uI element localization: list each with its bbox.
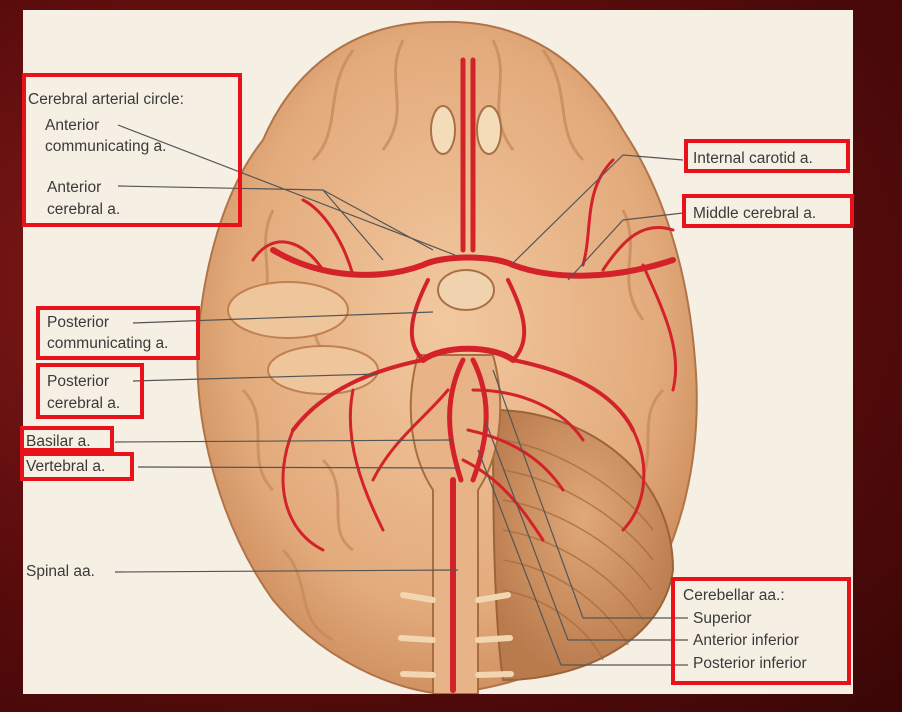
leader-lines bbox=[114, 124, 688, 666]
highlight-box-posterior-cerebral bbox=[36, 363, 144, 419]
highlight-box-basilar bbox=[20, 426, 114, 452]
label-anterior-communicating-line1: Anterior bbox=[45, 117, 100, 134]
label-cerebral-arterial-circle: Cerebral arterial circle: bbox=[28, 91, 184, 108]
label-posterior-communicating-line2: communicating a. bbox=[47, 335, 169, 352]
cerebellum bbox=[491, 408, 675, 682]
label-anterior-inferior-cerebellar: Anterior inferior bbox=[693, 632, 799, 649]
label-posterior-communicating-line1: Posterior bbox=[47, 314, 110, 331]
highlight-box-cerebral-circle bbox=[22, 73, 242, 227]
label-internal-carotid: Internal carotid a. bbox=[693, 150, 813, 167]
label-posterior-cerebral-line1: Posterior bbox=[47, 373, 110, 390]
brain-illustration bbox=[114, 20, 698, 694]
label-superior-cerebellar: Superior bbox=[693, 610, 752, 627]
label-vertebral: Vertebral a. bbox=[26, 458, 106, 475]
label-posterior-inferior-cerebellar: Posterior inferior bbox=[693, 655, 807, 672]
label-cerebellar-arteries: Cerebellar aa.: bbox=[683, 587, 785, 604]
highlight-box-middle-cerebral bbox=[682, 194, 854, 228]
highlight-box-internal-carotid bbox=[684, 139, 850, 173]
label-anterior-cerebral-line1: Anterior bbox=[47, 179, 102, 196]
diagram-panel: Cerebral arterial circle: Anterior commu… bbox=[23, 10, 853, 694]
label-anterior-cerebral-line2: cerebral a. bbox=[47, 201, 121, 218]
highlight-box-cerebellar-arteries bbox=[671, 577, 851, 685]
label-middle-cerebral: Middle cerebral a. bbox=[693, 205, 817, 222]
label-anterior-communicating-line2: communicating a. bbox=[45, 138, 167, 155]
label-spinal: Spinal aa. bbox=[26, 563, 95, 580]
label-posterior-cerebral-line2: cerebral a. bbox=[47, 395, 121, 412]
olfactory-bulb-right bbox=[476, 105, 502, 155]
highlight-box-vertebral bbox=[20, 452, 134, 481]
arteries bbox=[251, 57, 678, 693]
olfactory-bulb-left bbox=[430, 105, 456, 155]
label-basilar: Basilar a. bbox=[26, 433, 91, 450]
highlight-box-posterior-communicating bbox=[36, 306, 200, 360]
